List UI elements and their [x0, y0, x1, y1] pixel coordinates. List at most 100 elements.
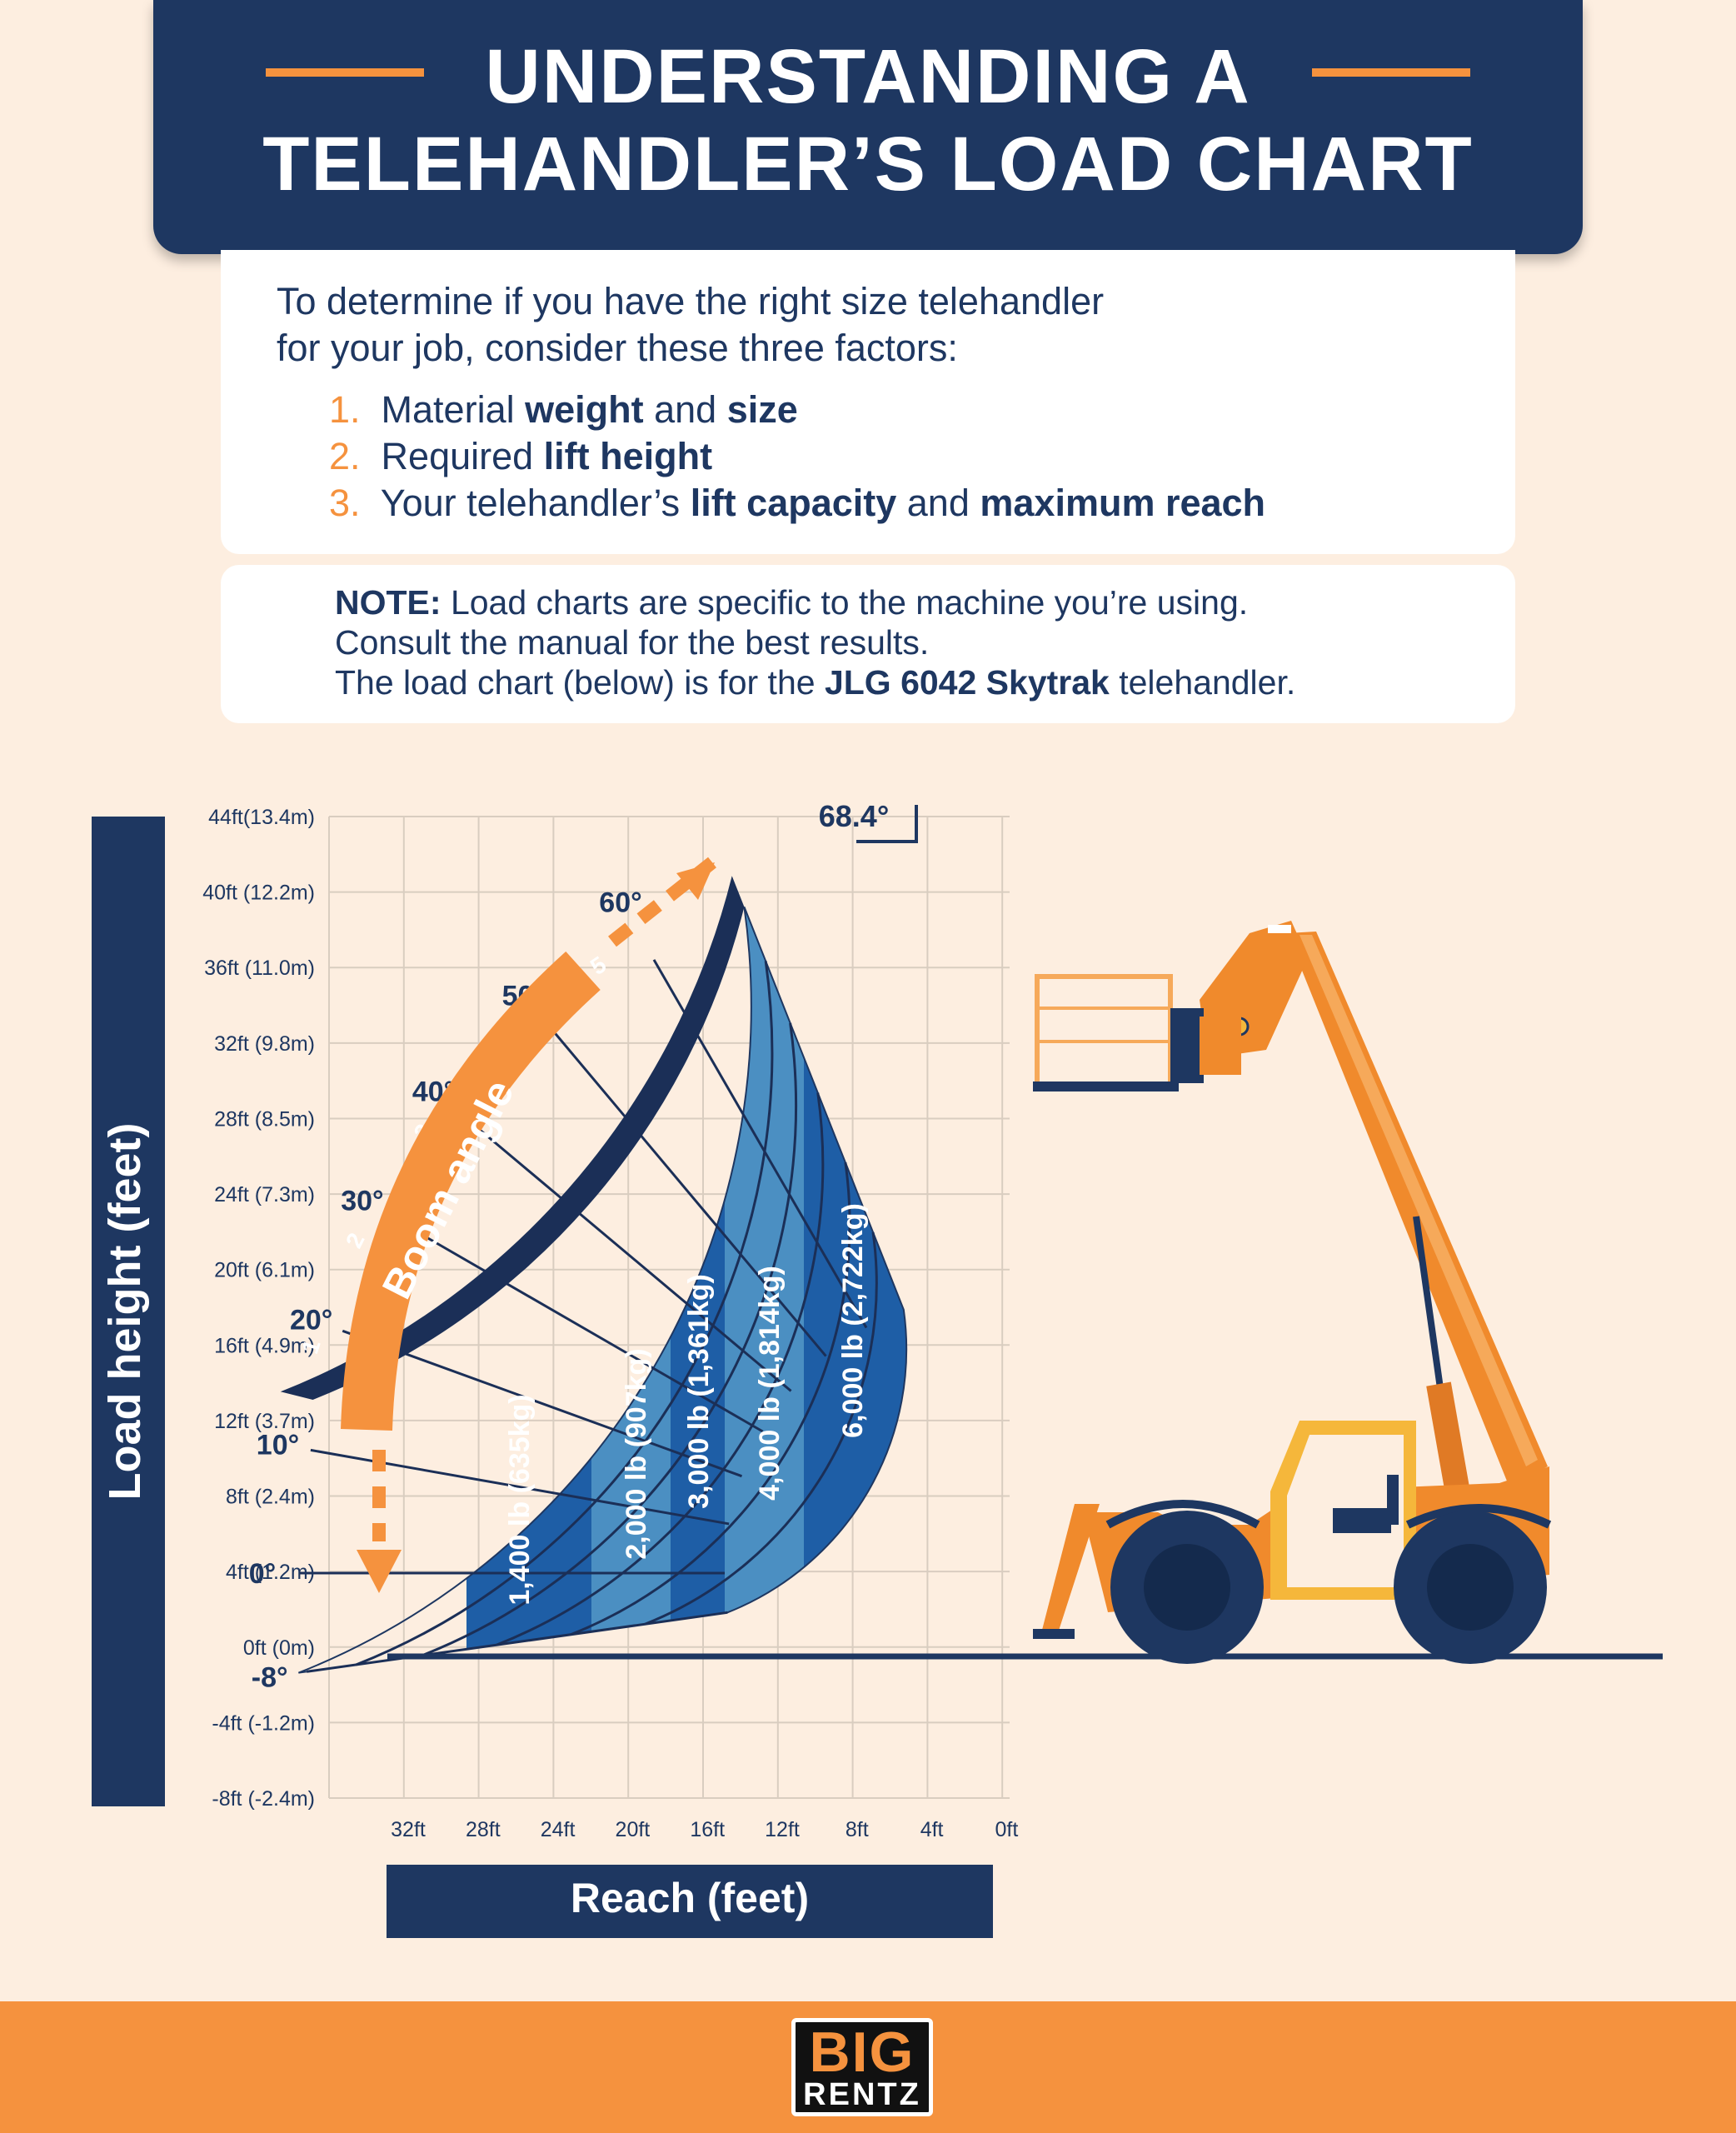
logo-line-2: RENTZ — [803, 2077, 921, 2112]
cylinder-body-icon — [1426, 1381, 1473, 1510]
y-tick-label: -8ft (-2.4m) — [212, 1787, 315, 1811]
x-tick-label: 12ft — [765, 1818, 800, 1841]
y-tick-label: 44ft(13.4m) — [208, 806, 315, 829]
boom-highlight-icon — [1300, 935, 1538, 1466]
angle-label: -8° — [252, 1662, 288, 1694]
title-dash-right — [1312, 68, 1470, 77]
factor-text: and — [643, 388, 727, 431]
capacity-zone — [671, 907, 725, 1673]
stabilizer-foot-icon — [1033, 1629, 1075, 1639]
y-axis-label-bar — [92, 817, 165, 1806]
telehandler-illustration — [1033, 921, 1552, 1664]
extension-arc — [570, 1162, 851, 1636]
rear-fender-icon — [1405, 1504, 1552, 1529]
factor-list: 1. Material weight and size 2. Required … — [329, 388, 1265, 528]
zone-group — [466, 907, 907, 1673]
intro-line-2: for your job, consider these three facto… — [277, 327, 958, 369]
angle-label: 0° — [249, 1558, 277, 1590]
factor-number: 1. — [329, 388, 361, 431]
boom-angle-dashes — [608, 857, 716, 947]
angle-ray — [464, 1116, 792, 1392]
x-tick-label: 4ft — [920, 1818, 944, 1841]
factor-item: 2. Required lift height — [329, 435, 1265, 482]
load-chart: Load height (feet) Reach (feet) 44ft(13.… — [92, 799, 1663, 1938]
y-tick-label: -4ft (-1.2m) — [212, 1711, 315, 1735]
note-label: NOTE: — [335, 583, 441, 622]
title-line-2: TELEHANDLER’S LOAD CHART — [262, 122, 1474, 207]
boom-angle-arc — [341, 951, 601, 1431]
y-tick-label: 32ft (9.8m) — [214, 1032, 315, 1056]
y-tick-label: 16ft (4.9m) — [214, 1334, 315, 1357]
boom-tip-band — [280, 876, 745, 1400]
note-card: NOTE: Load charts are specific to the ma… — [221, 565, 1515, 723]
y-tick-label: 4ft (1.2m) — [226, 1561, 315, 1584]
y-tick-label: 36ft (11.0m) — [204, 957, 315, 980]
x-tick-label: 28ft — [466, 1818, 501, 1841]
tip-band — [280, 876, 745, 1400]
stabilizer-icon — [1041, 1504, 1100, 1633]
platform-mount-icon — [1170, 1008, 1204, 1083]
title-banner: UNDERSTANDING A TELEHANDLER’S LOAD CHART — [153, 0, 1583, 254]
hub-icon — [1427, 1544, 1514, 1631]
factor-text: Your telehandler’s — [380, 482, 691, 524]
y-tick-label: 24ft (7.3m) — [214, 1183, 315, 1206]
arrow-head-icon — [357, 1550, 402, 1593]
y-tick-label: 0ft (0m) — [243, 1636, 315, 1660]
angle-label: 20° — [290, 1305, 332, 1336]
angle-ray — [394, 1217, 764, 1433]
front-fender-icon — [1105, 1500, 1260, 1529]
capacity-labels: 1,400 lb (635kg)2,000 lb (907kg)3,000 lb… — [504, 1203, 869, 1605]
work-platform-icon — [1035, 974, 1173, 1091]
y-tick-label: 8ft (2.4m) — [226, 1486, 315, 1509]
factor-text: Material — [381, 388, 526, 431]
x-tick-label: 8ft — [846, 1818, 869, 1841]
bigrentz-logo: BIG RENTZ — [791, 2018, 933, 2116]
y-axis-label: Load height (feet) — [100, 1123, 150, 1501]
factor-bold: maximum reach — [980, 482, 1266, 524]
y-tick-label: 20ft (6.1m) — [214, 1259, 315, 1282]
boom-angle-labels: 60°50°40°30°20°10°0°-8°68.4° — [249, 799, 918, 1694]
max-angle-label: 68.4° — [819, 799, 889, 833]
factor-bold: size — [726, 388, 798, 431]
boom-head-detail-icon — [1268, 925, 1291, 933]
platform-adapter-icon — [1200, 1017, 1241, 1075]
note-line-3: The load chart (below) is for the JLG 60… — [335, 663, 1295, 702]
boom-envelope-outline — [298, 907, 908, 1674]
capacity-label: 6,000 lb (2,722kg) — [837, 1203, 869, 1438]
x-tick-label: 16ft — [690, 1818, 725, 1841]
note-model: JLG 6042 Skytrak — [824, 663, 1110, 702]
title-dash-left — [266, 68, 424, 77]
factor-item: 3. Your telehandler’s lift capacity and … — [329, 482, 1265, 528]
y-tick-label: 40ft (12.2m) — [202, 882, 315, 905]
factor-bold: lift capacity — [690, 482, 897, 524]
hub-icon — [1144, 1544, 1230, 1631]
factor-text: and — [896, 482, 980, 524]
extension-arc — [644, 1231, 878, 1626]
note-text: Load charts are specific to the machine … — [441, 583, 1249, 622]
note-text: telehandler. — [1109, 663, 1296, 702]
extension-arc — [356, 961, 774, 1666]
factor-bold: lift height — [543, 435, 713, 477]
extension-mark: 5 — [586, 952, 611, 980]
seat-back-icon — [1387, 1475, 1399, 1525]
factor-number: 3. — [329, 482, 361, 524]
note-line-2: Consult the manual for the best results. — [335, 623, 930, 662]
angle-label: 30° — [341, 1186, 383, 1217]
arrow-head-icon — [676, 862, 715, 900]
angle-label: 60° — [599, 887, 641, 919]
y-tick-label: 12ft (3.7m) — [214, 1410, 315, 1433]
note-text: The load chart (below) is for the — [335, 663, 825, 702]
capacity-label: 1,400 lb (635kg) — [504, 1394, 536, 1605]
factor-item: 1. Material weight and size — [329, 388, 1265, 435]
extension-mark: 2 — [341, 1229, 370, 1252]
logo-line-1: BIG — [809, 2021, 915, 2084]
capacity-label: 3,000 lb (1,361kg) — [683, 1274, 715, 1509]
seat-icon — [1333, 1508, 1391, 1533]
angle-ray — [551, 1029, 827, 1357]
intro-card: To determine if you have the right size … — [221, 250, 1515, 554]
factor-number: 2. — [329, 435, 361, 477]
y-tick-labels: 44ft(13.4m) 40ft (12.2m) 36ft (11.0m) 32ft … — [202, 806, 315, 1811]
x-axis-label: Reach (feet) — [571, 1875, 809, 1921]
angle-ray — [307, 1611, 728, 1673]
